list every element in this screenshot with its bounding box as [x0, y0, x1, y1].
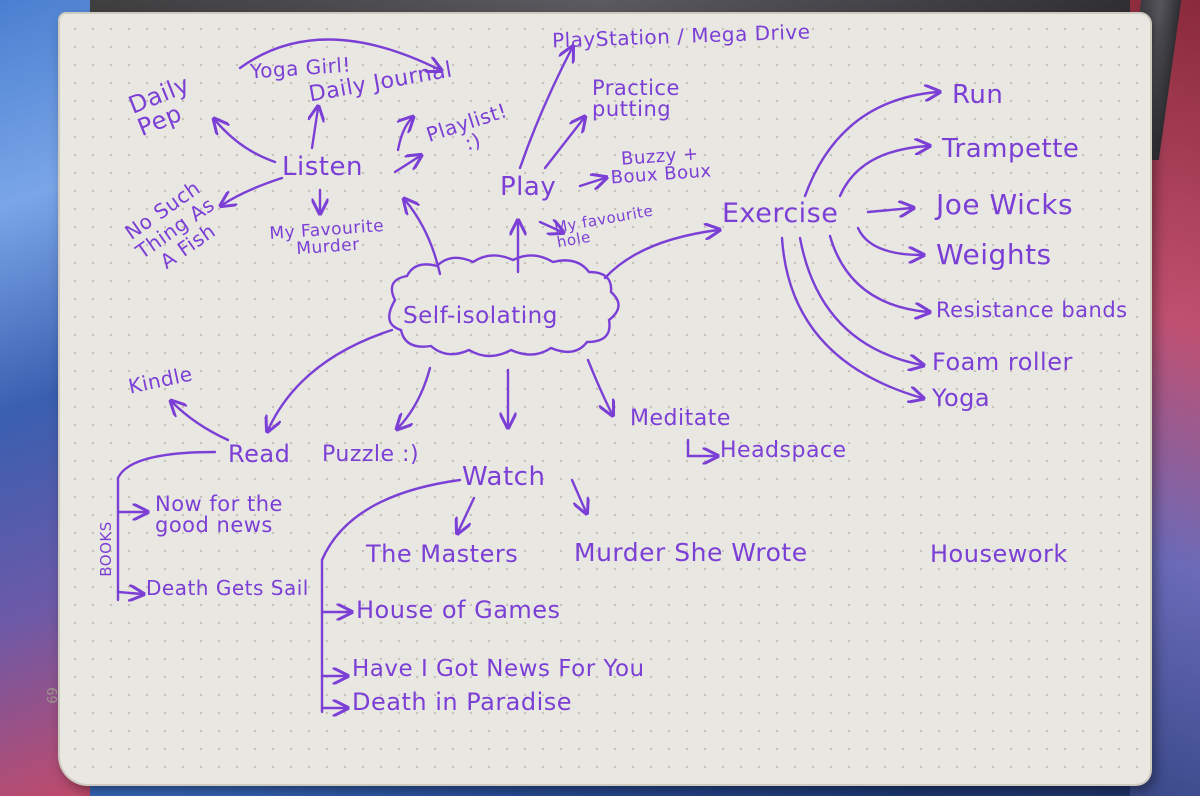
- arrow-listen-to-daily-pep: [215, 120, 277, 164]
- arrow-exercise-to-yoga: [780, 236, 922, 398]
- arrow-read-to-kindle: [172, 402, 230, 442]
- arrow-to-read: [268, 328, 394, 430]
- play-buzzy-boux-boux: Buzzy + Boux Boux: [609, 143, 713, 189]
- read-book-now-for-the-good-news: Now for the good news: [155, 492, 283, 537]
- housework-label: Housework: [930, 540, 1068, 568]
- arrow-play-to-buzzy: [578, 178, 605, 186]
- play-practice-putting: Practice putting: [592, 76, 680, 121]
- watch-death-in-paradise: Death in Paradise: [352, 688, 573, 716]
- arrow-listen-to-daily-journal: [398, 118, 412, 152]
- arrow-to-death-gets-sail: [116, 592, 142, 594]
- meditate-label: Meditate: [630, 406, 731, 431]
- arrow-exercise-to-resistance: [828, 234, 928, 312]
- exercise-label: Exercise: [722, 198, 839, 229]
- arrow-exercise-to-foam-roller: [798, 236, 922, 365]
- arrow-listen-to-yoga-girl: [312, 108, 318, 150]
- watch-the-masters: The Masters: [366, 540, 519, 568]
- read-books-label: BOOKS: [96, 521, 115, 577]
- arrow-to-favourite-hole: [538, 222, 562, 232]
- exercise-run: Run: [952, 80, 1004, 110]
- exercise-foam-roller: Foam roller: [932, 348, 1073, 376]
- arrow-listen-to-playlist: [393, 156, 420, 174]
- arrow-watch-to-murder-she-wrote: [570, 478, 586, 512]
- arrow-daily-pep-to-journal: [238, 38, 440, 70]
- watch-house-of-games: House of Games: [356, 596, 561, 624]
- arrow-to-exercise: [603, 230, 718, 280]
- center-node: Self-isolating: [403, 303, 558, 329]
- watch-label: Watch: [462, 462, 546, 492]
- page-number: 69: [42, 687, 58, 704]
- arrow-to-listen: [405, 200, 442, 276]
- exercise-trampette: Trampette: [942, 134, 1080, 164]
- arrow-exercise-to-weights: [856, 226, 922, 255]
- puzzle-label: Puzzle :): [322, 442, 420, 467]
- exercise-yoga: Yoga: [932, 384, 991, 412]
- arrow-exercise-to-trampette: [838, 146, 928, 198]
- arrow-to-puzzle: [398, 366, 432, 428]
- meditate-headspace: Headspace: [720, 438, 847, 463]
- read-book-death-gets-sail: Death Gets Sail: [146, 576, 309, 600]
- exercise-resistance-bands: Resistance bands: [936, 298, 1128, 322]
- watch-murder-she-wrote: Murder She Wrote: [574, 538, 808, 567]
- arrow-listen-to-no-such-thing: [222, 176, 284, 205]
- exercise-weights: Weights: [936, 238, 1052, 271]
- arrow-watch-to-masters: [458, 496, 476, 532]
- listen-label: Listen: [282, 152, 363, 182]
- notebook-page: [60, 14, 1150, 784]
- play-label: Play: [500, 172, 557, 202]
- arrow-exercise-to-joe-wicks: [866, 208, 912, 212]
- read-label: Read: [228, 440, 291, 468]
- books-bracket: [116, 450, 217, 602]
- watch-have-i-got-news-for-you: Have I Got News For You: [352, 656, 645, 682]
- arrow-play-to-practice-putting: [543, 118, 584, 170]
- watch-bracket: [320, 478, 462, 714]
- center-cloud: [388, 254, 620, 358]
- arrow-meditate-to-headspace: [686, 438, 716, 456]
- exercise-joe-wicks: Joe Wicks: [936, 188, 1074, 221]
- arrow-play-to-playstation: [518, 48, 572, 170]
- arrow-exercise-to-run: [803, 92, 938, 198]
- arrow-to-meditate: [586, 358, 612, 414]
